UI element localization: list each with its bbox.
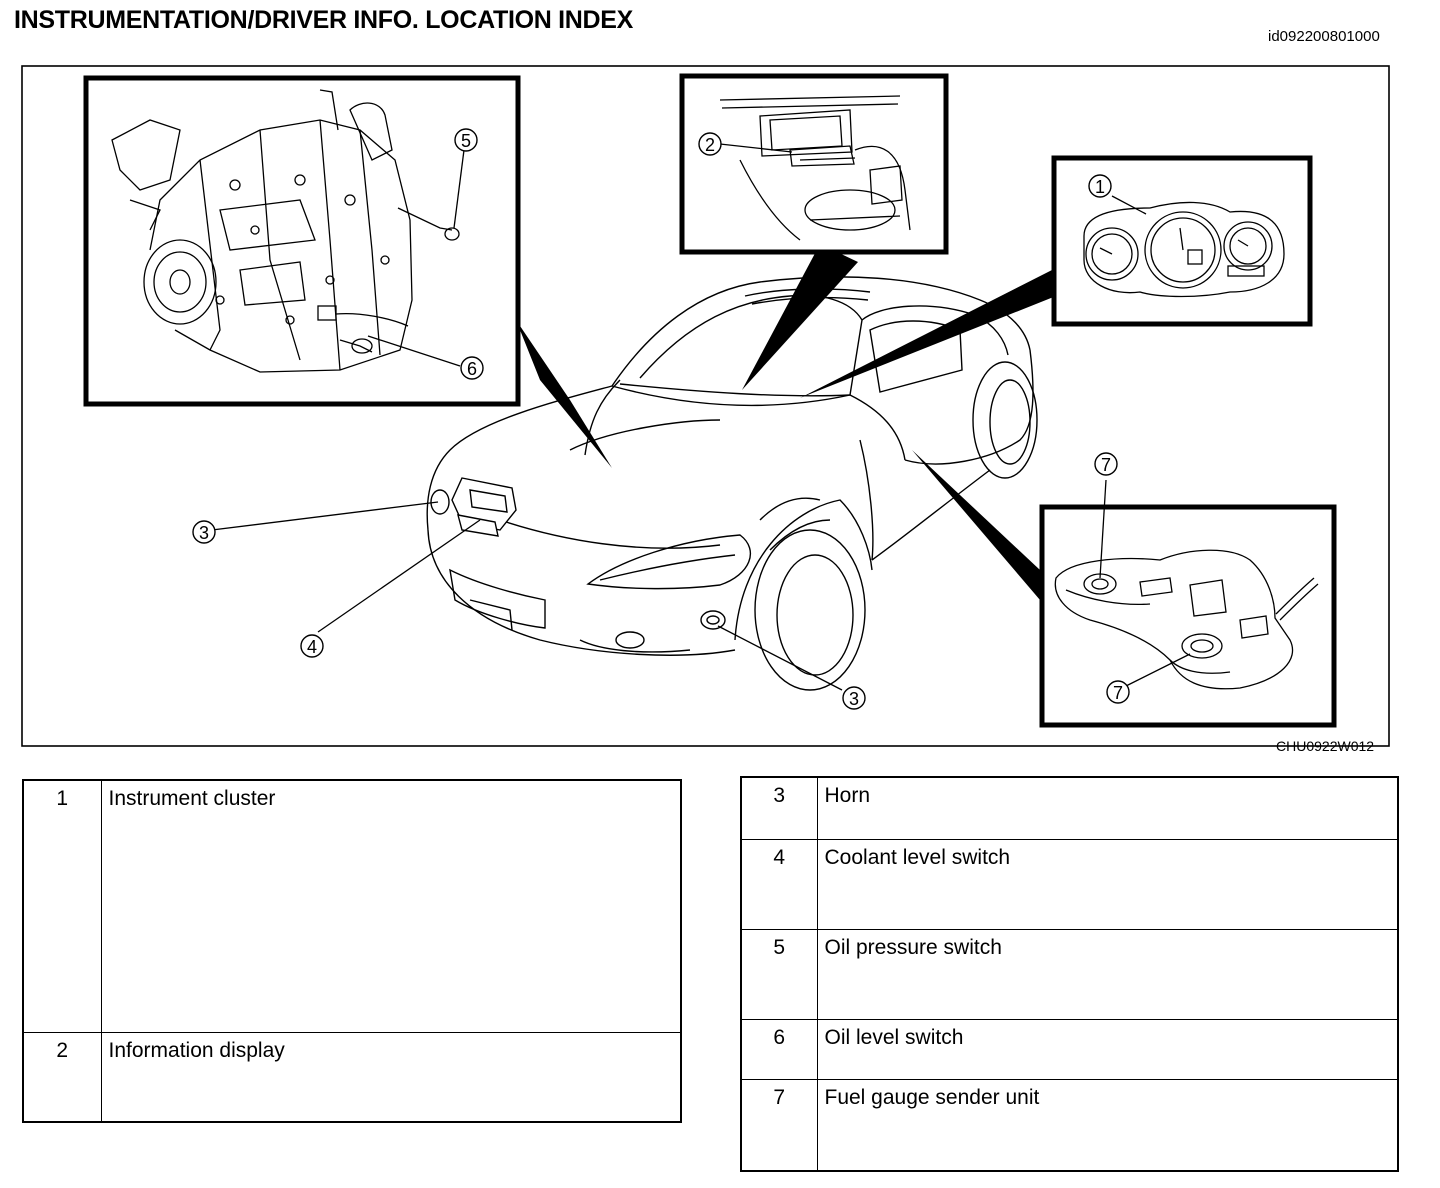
legend-row: 4 Coolant level switch [740,838,1399,930]
legend-label: Fuel gauge sender unit [816,1078,1399,1172]
legend-number: 3 [740,776,818,840]
callout-6: 6 [460,356,484,380]
document-id: id092200801000 [1268,28,1380,45]
legend-row: 6 Oil level switch [740,1018,1399,1080]
legend-row: 2 Information display [22,1031,682,1123]
legend-row: 3 Horn [740,776,1399,840]
figure-code: CHU0922W012 [1276,738,1375,754]
front-components [430,477,726,630]
callout-3-right: 3 [842,686,866,710]
svg-text:1: 1 [1095,177,1105,197]
callout-7-bottom: 7 [1106,680,1130,704]
legend-label: Coolant level switch [816,838,1399,930]
page-title: INSTRUMENTATION/DRIVER INFO. LOCATION IN… [14,6,634,34]
leader-lines [211,143,1191,691]
svg-text:6: 6 [467,359,477,379]
fuel-tank-inset [1039,504,1337,728]
svg-text:4: 4 [307,637,317,657]
legend-number: 5 [740,928,818,1020]
legend-number: 1 [22,779,102,1033]
legend-label: Instrument cluster [100,779,682,1033]
svg-text:2: 2 [705,135,715,155]
legend-row: 7 Fuel gauge sender unit [740,1078,1399,1172]
callout-3-left: 3 [192,520,216,544]
legend-label: Horn [816,776,1399,840]
callout-5: 5 [454,128,478,152]
svg-text:5: 5 [461,131,471,151]
legend-number: 7 [740,1078,818,1172]
legend-label: Oil level switch [816,1018,1399,1080]
callout-1: 1 [1088,174,1112,198]
legend-number: 6 [740,1018,818,1080]
callout-2: 2 [698,132,722,156]
pointer-wedges [516,244,1056,600]
legend-number: 4 [740,838,818,930]
svg-text:3: 3 [849,689,859,709]
callout-4: 4 [300,634,324,658]
legend-row: 1 Instrument cluster [22,779,682,1033]
instrument-cluster-inset [1051,155,1313,327]
legend-label: Oil pressure switch [816,928,1399,1020]
legend-row: 5 Oil pressure switch [740,928,1399,1020]
svg-text:7: 7 [1101,455,1111,475]
legend-table-right: 3 Horn 4 Coolant level switch 5 Oil pres… [740,776,1399,1172]
engine-inset [83,75,521,407]
legend-number: 2 [22,1031,102,1123]
svg-text:7: 7 [1113,683,1123,703]
svg-text:3: 3 [199,523,209,543]
info-display-inset [679,73,949,255]
legend-label: Information display [100,1031,682,1123]
callout-7-top: 7 [1094,452,1118,476]
figure-frame [21,65,1390,747]
legend-table-left: 1 Instrument cluster 2 Information displ… [22,779,682,1123]
